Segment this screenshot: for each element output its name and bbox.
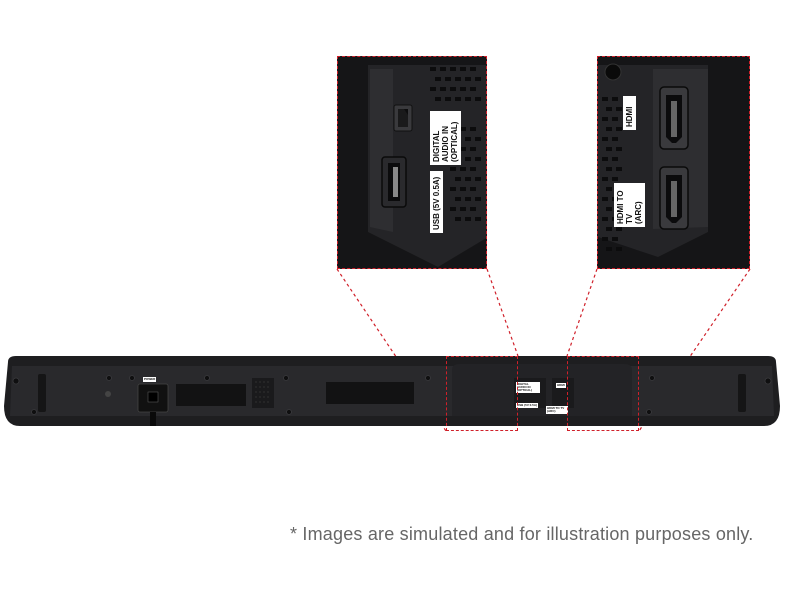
screw-icon — [31, 409, 37, 415]
callout-box-left — [446, 356, 518, 431]
optical-mini-label: DIGITAL AUDIO IN (OPTICAL) — [516, 382, 540, 393]
screw-icon — [286, 409, 292, 415]
power-mini-label: POWER — [143, 377, 157, 382]
right-end-slot — [738, 374, 746, 412]
connector-right-inner — [566, 268, 598, 357]
vent-left — [176, 384, 246, 406]
callout-box-right — [567, 356, 639, 431]
status-led-icon — [105, 391, 111, 397]
optical-port-icon — [393, 104, 413, 132]
usb-port-icon — [381, 156, 407, 208]
screw-icon — [646, 409, 652, 415]
screw-icon — [283, 375, 289, 381]
usb-port-label: USB (5V 0.5A) — [430, 171, 443, 233]
hdmi-arc-port-label: HDMI TO TV (ARC) — [614, 183, 645, 227]
hdmi-arc-mini-label: HDMI TO TV (ARC) — [546, 406, 568, 414]
hdmi-port-icon — [659, 86, 689, 150]
vent-center — [326, 382, 414, 404]
soundbar-rear-view — [4, 356, 780, 426]
screw-icon — [604, 63, 622, 81]
hdmi-arc-port-icon — [659, 166, 689, 230]
screw-icon — [764, 377, 772, 385]
screw-icon — [106, 375, 112, 381]
optical-port-label: DIGITAL AUDIO IN (OPTICAL) — [430, 111, 461, 165]
zoom-right-graphic — [598, 57, 749, 268]
hdmi-port-label: HDMI — [623, 96, 636, 130]
zoom-panel-optical-usb: DIGITAL AUDIO IN (OPTICAL) USB (5V 0.5A) — [337, 56, 487, 269]
screw-icon — [129, 375, 135, 381]
zoom-left-graphic — [338, 57, 486, 268]
connector-left-inner — [486, 268, 519, 357]
left-end-slot — [38, 374, 46, 412]
zoom-panel-hdmi: HDMI HDMI TO TV (ARC) — [597, 56, 750, 269]
screw-icon — [425, 375, 431, 381]
usb-mini-label: USB (5V 0.5A) — [516, 403, 538, 408]
hdmi-mini-label: HDMI — [556, 383, 566, 388]
screw-icon — [649, 375, 655, 381]
disclaimer-text: * Images are simulated and for illustrat… — [290, 524, 754, 544]
screw-icon — [12, 377, 20, 385]
screw-icon — [204, 375, 210, 381]
